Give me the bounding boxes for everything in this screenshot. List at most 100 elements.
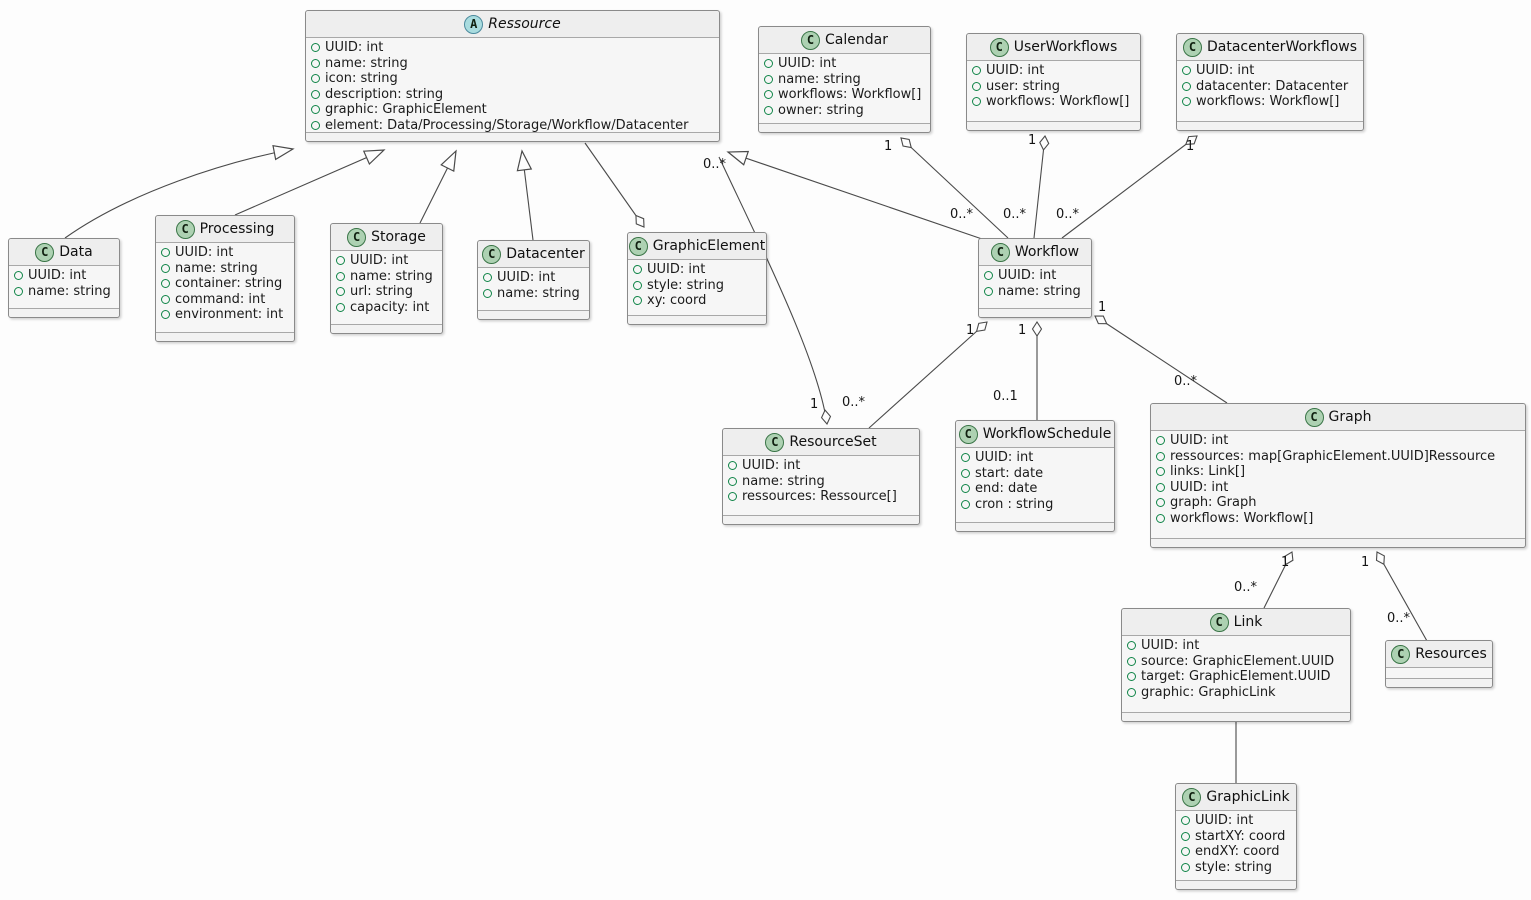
field-visibility-icon	[1182, 81, 1191, 91]
field-visibility-icon	[336, 302, 345, 312]
field-visibility-icon	[984, 271, 993, 281]
class-attribute-row: name: string	[161, 261, 288, 277]
class-attribute-row: UUID: int	[633, 262, 760, 278]
class-header: C Calendar	[759, 27, 930, 54]
field-visibility-icon	[961, 453, 970, 463]
field-visibility-icon	[336, 256, 345, 266]
class-resources: C Resources	[1385, 640, 1493, 688]
class-methods-compartment	[1177, 121, 1363, 130]
class-attribute-row: target: GraphicElement.UUID	[1127, 669, 1344, 685]
attribute-text: startXY: coord	[1195, 828, 1286, 844]
class-attribute-row: name: string	[483, 286, 583, 302]
attribute-text: UUID: int	[1170, 433, 1229, 448]
class-methods-compartment	[156, 332, 294, 341]
field-visibility-icon	[1181, 862, 1190, 872]
class-header: C Graph	[1151, 404, 1525, 431]
field-visibility-icon	[1156, 498, 1165, 508]
class-attribute-row: UUID: int	[1182, 63, 1357, 79]
class-methods-compartment	[478, 310, 589, 319]
class-attribute-row: xy: coord	[633, 293, 760, 309]
field-visibility-icon	[961, 499, 970, 509]
attribute-text: UUID: int	[1141, 638, 1200, 653]
attribute-text: cron : string	[975, 496, 1054, 512]
class-methods-compartment	[628, 315, 766, 324]
class-header: C UserWorkflows	[967, 34, 1140, 61]
multiplicity-label: 0..1	[993, 389, 1018, 404]
multiplicity-label: 1	[884, 139, 893, 154]
attribute-text: name: string	[778, 71, 861, 87]
class-header: C GraphicElement	[628, 233, 766, 260]
class-attribute-row: command: int	[161, 292, 288, 308]
edge-resourceset-workflow-aggregation	[868, 322, 987, 429]
class-attribute-row: source: GraphicElement.UUID	[1127, 654, 1344, 670]
class-methods-compartment	[1176, 880, 1296, 889]
field-visibility-icon	[483, 288, 492, 298]
multiplicity-label: 1	[966, 323, 975, 338]
attribute-text: graphic: GraphicElement	[325, 102, 487, 117]
class-name: GraphicLink	[1206, 789, 1290, 805]
class-name: Resources	[1415, 646, 1487, 662]
field-visibility-icon	[1181, 816, 1190, 826]
class-methods-compartment	[331, 324, 442, 333]
field-visibility-icon	[764, 59, 773, 69]
attribute-text: UUID: int	[1196, 63, 1255, 78]
class-attribute-row: graphic: GraphicElement	[311, 102, 713, 118]
class-header: C Resources	[1386, 641, 1492, 668]
field-visibility-icon	[728, 492, 737, 502]
class-icon: C	[482, 244, 502, 264]
class-name: ResourceSet	[789, 434, 877, 450]
attribute-text: icon: string	[325, 71, 398, 86]
class-attribute-row: UUID: int	[1156, 480, 1519, 496]
class-methods-compartment	[956, 522, 1114, 531]
field-visibility-icon	[161, 263, 170, 273]
attribute-text: command: int	[175, 291, 266, 307]
class-name: Calendar	[825, 32, 888, 48]
class-methods-compartment	[967, 121, 1140, 130]
field-visibility-icon	[728, 461, 737, 471]
field-visibility-icon	[633, 265, 642, 275]
field-visibility-icon	[961, 468, 970, 478]
class-icon: C	[35, 242, 55, 262]
attribute-text: UUID: int	[175, 245, 234, 260]
class-name: GraphicElement	[652, 238, 766, 254]
attribute-text: name: string	[998, 283, 1081, 299]
edge-processing-ressource-generalization	[234, 149, 386, 216]
field-visibility-icon	[984, 286, 993, 296]
class-attribute-row: name: string	[311, 56, 713, 72]
edge-datacenter-ressource-generalization	[516, 149, 534, 241]
edge-calendar-workflow-aggregation	[901, 138, 1009, 239]
class-icon: C	[1182, 787, 1202, 807]
class-attribute-row: endXY: coord	[1181, 844, 1290, 860]
class-attribute-row: name: string	[984, 284, 1085, 300]
class-icon: C	[175, 219, 195, 239]
edge-resources-graph-aggregation	[1377, 552, 1428, 642]
class-attribute-row: container: string	[161, 276, 288, 292]
attribute-text: environment: int	[175, 307, 284, 322]
class-name: UserWorkflows	[1013, 39, 1118, 55]
class-icon: C	[1391, 644, 1411, 664]
class-name: WorkflowSchedule	[982, 426, 1112, 442]
field-visibility-icon	[764, 105, 773, 115]
class-header: C GraphicLink	[1176, 784, 1296, 811]
attribute-text: start: date	[975, 465, 1044, 481]
class-methods-compartment	[723, 515, 919, 524]
attribute-text: name: string	[350, 268, 433, 284]
field-visibility-icon	[311, 74, 320, 84]
class-attribute-row: UUID: int	[161, 245, 288, 261]
class-attribute-row: UUID: int	[14, 268, 113, 284]
attribute-text: name: string	[742, 473, 825, 489]
class-attribute-row: name: string	[764, 72, 924, 88]
edge-storage-ressource-generalization	[419, 149, 457, 224]
class-attribute-row: UUID: int	[961, 450, 1108, 466]
class-methods-compartment	[1386, 678, 1492, 687]
class-attribute-row: graphic: GraphicLink	[1127, 685, 1344, 701]
multiplicity-label: 1	[1098, 300, 1107, 315]
